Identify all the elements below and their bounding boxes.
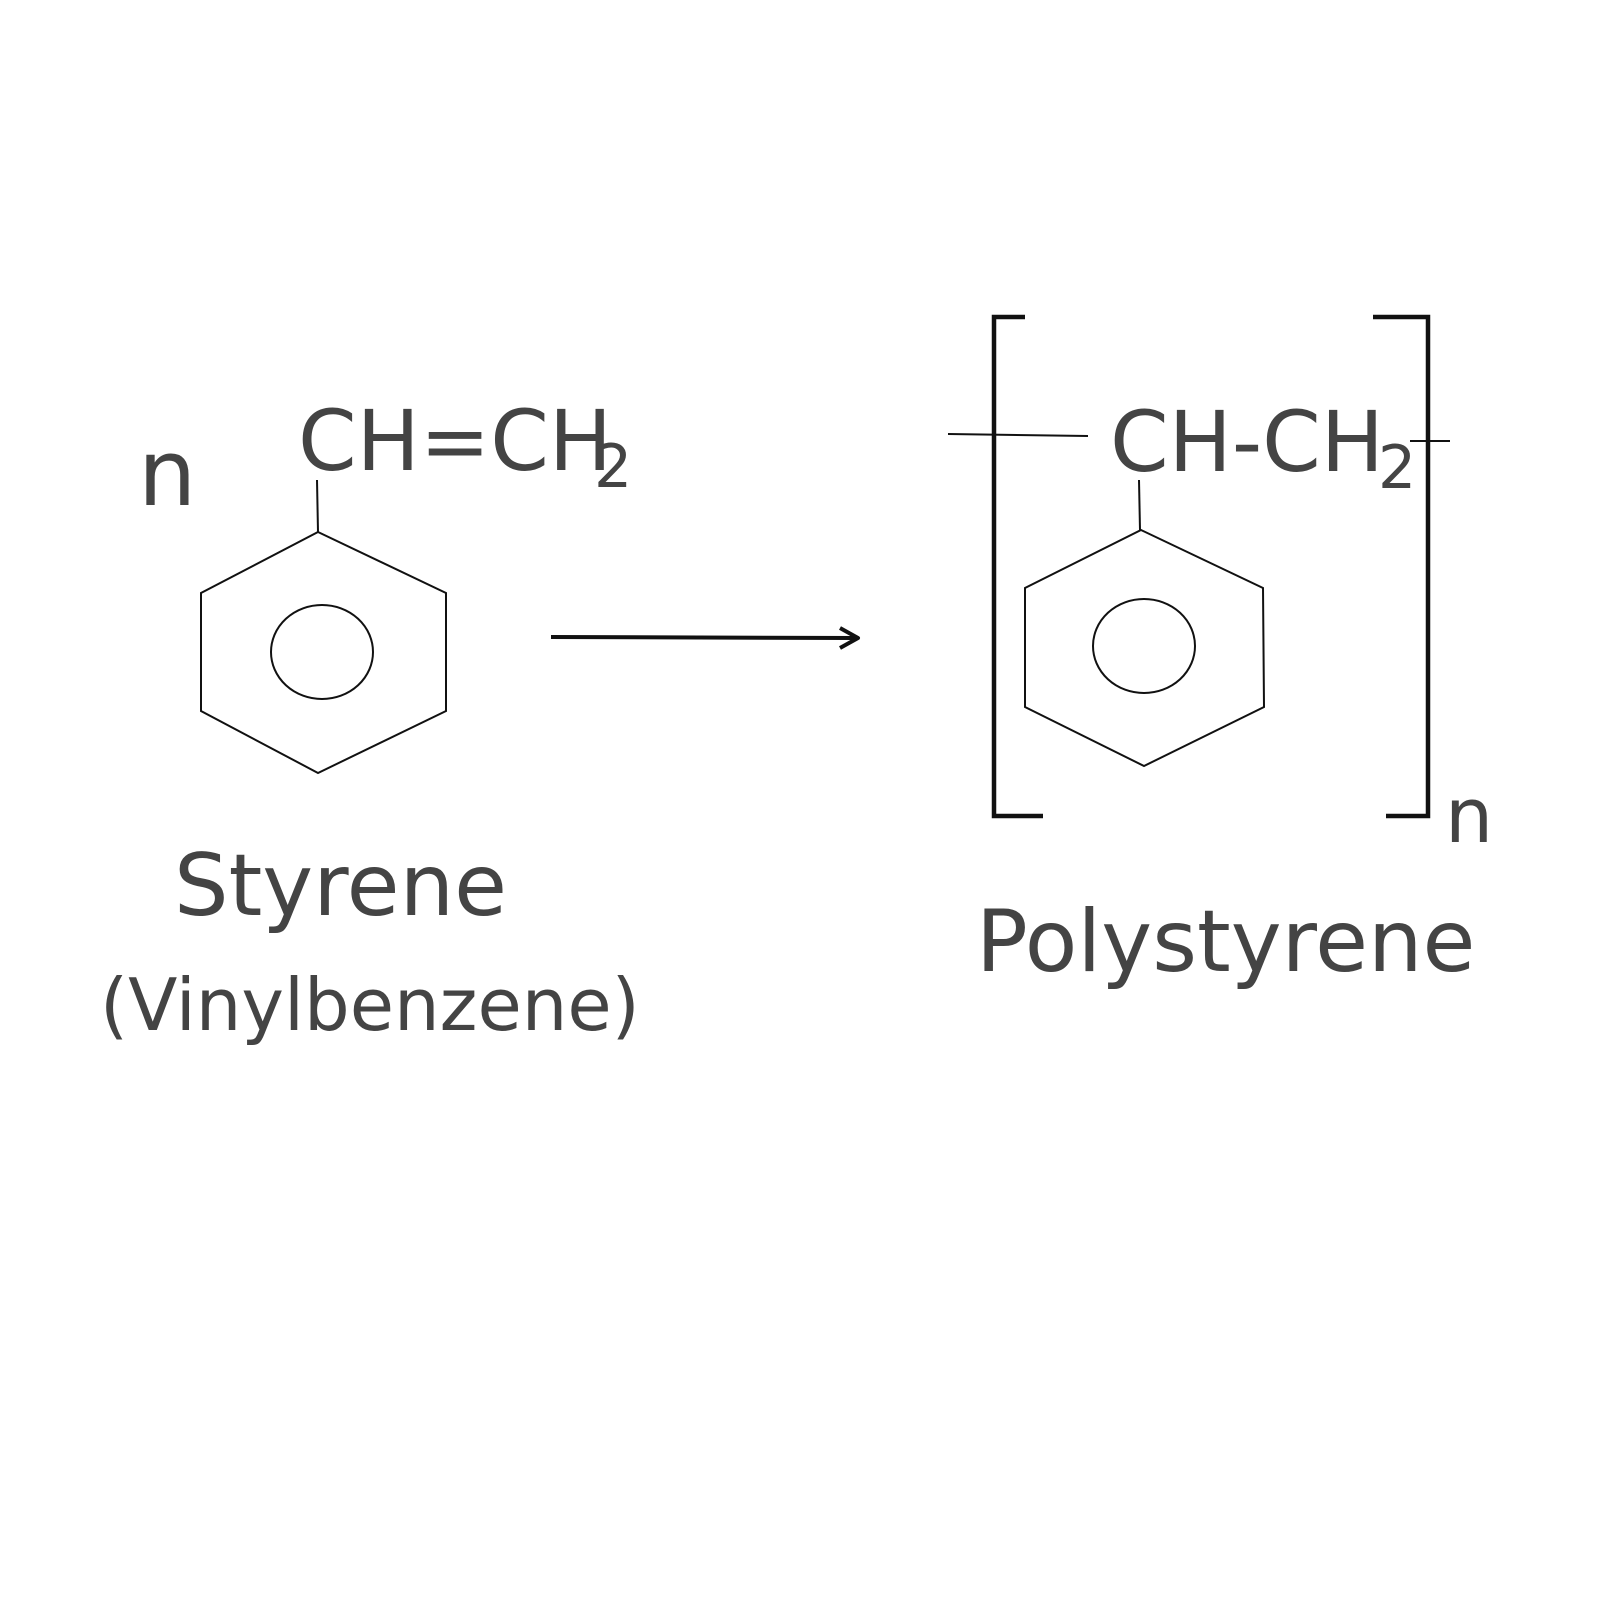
product-name: Polystyrene [976, 892, 1475, 992]
reactant-aromatic-circle [270, 604, 374, 700]
product-chain-group: CH-CH [1110, 393, 1384, 491]
arrow-head [839, 626, 860, 650]
reactant-vinyl-subscript: 2 [594, 432, 632, 502]
right-bracket [1373, 314, 1431, 819]
polystyrene-structure: CH-CH 2 n Polystyrene [947, 314, 1493, 992]
reactant-name: Styrene [174, 836, 507, 936]
left-bracket [991, 314, 1043, 819]
styrene-structure: n CH=CH 2 Styrene (Vinylbenzene) [100, 392, 640, 1047]
repeat-unit-subscript: n [1445, 771, 1493, 860]
product-aromatic-circle [1092, 598, 1196, 694]
reactant-benzene-ring [200, 530, 447, 775]
left-chain-bond [947, 433, 1089, 437]
reactant-coefficient: n [138, 420, 196, 527]
product-benzene-ring [1024, 528, 1266, 768]
product-chain-subscript: 2 [1378, 433, 1416, 503]
product-substituent-bond [1138, 479, 1141, 531]
arrow-shaft [550, 635, 856, 640]
reactant-substituent-bond [316, 479, 319, 533]
reactant-alt-name: (Vinylbenzene) [100, 963, 640, 1047]
reaction-arrow [550, 626, 860, 650]
reactant-vinyl-group: CH=CH [298, 392, 612, 490]
